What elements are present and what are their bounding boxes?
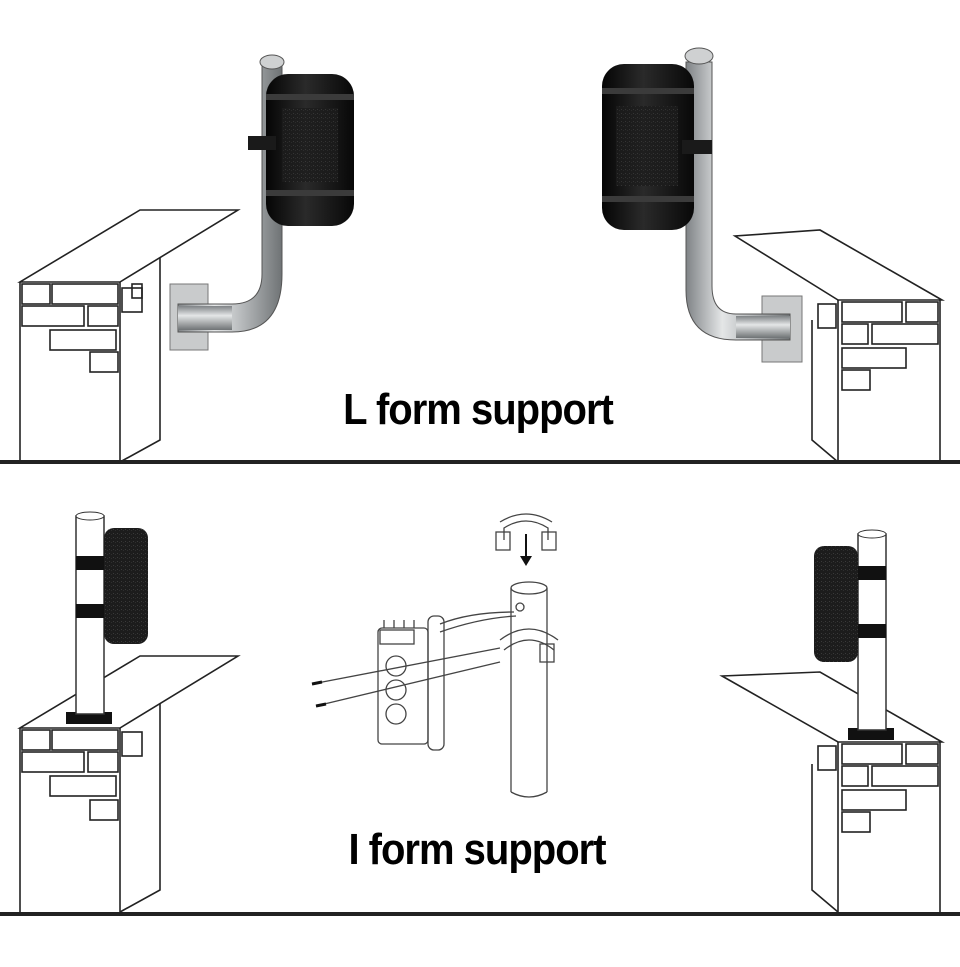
top-ground-line [0,460,960,464]
l-form-caption: L form support [343,386,614,434]
detector-pole-left [104,528,148,644]
brick-pillar-top-left [17,209,241,463]
bottom-ground-line [0,912,960,916]
l-bracket-left [169,54,354,351]
i-pole-left [66,511,148,724]
i-pole-right [814,529,894,740]
brick-pillar-bottom-right [719,671,946,913]
detector-pole-right [814,546,858,662]
i-form-caption: I form support [348,826,606,874]
brick-pillar-top-right [732,229,946,463]
l-bracket-right [602,47,803,363]
pole-clamp-diagram [311,513,559,798]
brick-pillar-bottom-left [17,655,241,913]
